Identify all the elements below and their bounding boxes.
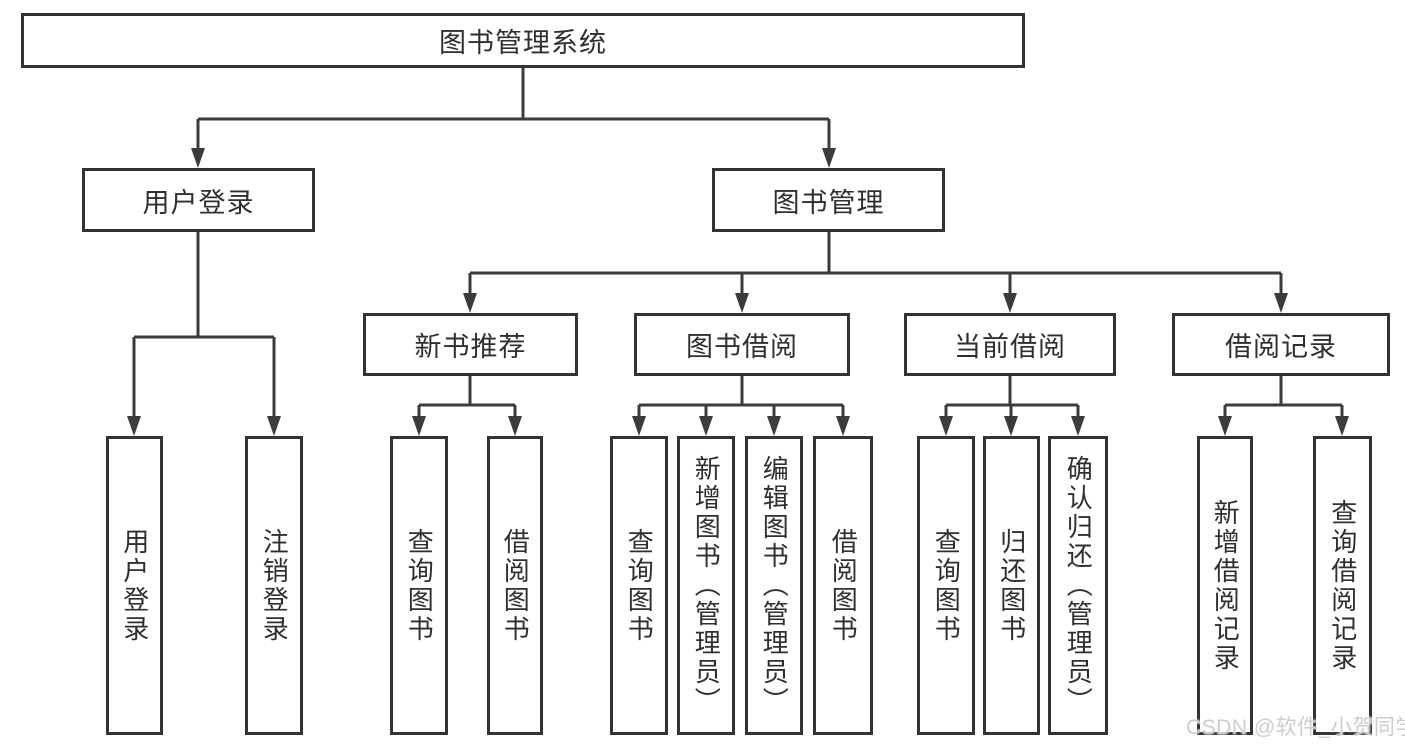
leaf-return-book: 归还图书 xyxy=(983,436,1040,735)
leaf-return-book-label: 归还图书 xyxy=(996,527,1027,644)
node-new-book-recommend: 新书推荐 xyxy=(363,313,578,376)
node-borrow-records: 借阅记录 xyxy=(1172,313,1390,376)
leaf-query-borrow-record-label: 查询借阅记录 xyxy=(1327,498,1358,673)
leaf-query-borrow-record: 查询借阅记录 xyxy=(1313,436,1372,735)
leaf-user-login-label: 用户登录 xyxy=(119,527,150,644)
node-book-borrow: 图书借阅 xyxy=(634,313,850,376)
leaf-logout-label: 注销登录 xyxy=(259,527,290,644)
leaf-confirm-return-admin-label: 确认归还（管理员） xyxy=(1063,455,1094,716)
leaf-add-borrow-record: 新增借阅记录 xyxy=(1197,436,1253,735)
leaf-add-borrow-record-label: 新增借阅记录 xyxy=(1210,498,1241,673)
node-book-borrow-label: 图书借阅 xyxy=(686,332,798,362)
leaf-borrow-books-recommend: 借阅图书 xyxy=(487,436,543,735)
leaf-add-book-admin: 新增图书（管理员） xyxy=(677,436,735,735)
node-user-login-label: 用户登录 xyxy=(142,187,255,218)
leaf-borrow-books-label: 借阅图书 xyxy=(828,527,859,644)
leaf-query-books-borrow: 查询图书 xyxy=(610,436,668,735)
leaf-query-books-current-label: 查询图书 xyxy=(931,527,962,644)
leaf-logout: 注销登录 xyxy=(245,436,303,735)
leaf-borrow-books-recommend-label: 借阅图书 xyxy=(500,527,531,644)
node-book-management-label: 图书管理 xyxy=(772,187,885,218)
leaf-query-books-recommend: 查询图书 xyxy=(390,436,448,735)
node-new-book-recommend-label: 新书推荐 xyxy=(414,332,527,362)
node-user-login: 用户登录 xyxy=(82,168,315,232)
leaf-query-books-recommend-label: 查询图书 xyxy=(404,527,435,644)
node-current-borrow-label: 当前借阅 xyxy=(954,332,1066,362)
node-current-borrow: 当前借阅 xyxy=(904,313,1116,376)
watermark: CSDN @软件_小贺同学 xyxy=(1186,716,1405,739)
node-library-system-label: 图书管理系统 xyxy=(439,28,607,58)
leaf-user-login: 用户登录 xyxy=(106,436,163,735)
node-borrow-records-label: 借阅记录 xyxy=(1225,332,1337,362)
leaf-query-books-current: 查询图书 xyxy=(917,436,975,735)
leaf-confirm-return-admin: 确认归还（管理员） xyxy=(1048,436,1108,735)
node-book-management: 图书管理 xyxy=(712,168,945,232)
leaf-borrow-books: 借阅图书 xyxy=(813,436,873,735)
node-library-system: 图书管理系统 xyxy=(21,13,1025,68)
leaf-query-books-borrow-label: 查询图书 xyxy=(624,527,655,644)
leaf-edit-book-admin: 编辑图书（管理员） xyxy=(745,436,803,735)
leaf-edit-book-admin-label: 编辑图书（管理员） xyxy=(759,455,790,716)
leaf-add-book-admin-label: 新增图书（管理员） xyxy=(691,455,722,716)
